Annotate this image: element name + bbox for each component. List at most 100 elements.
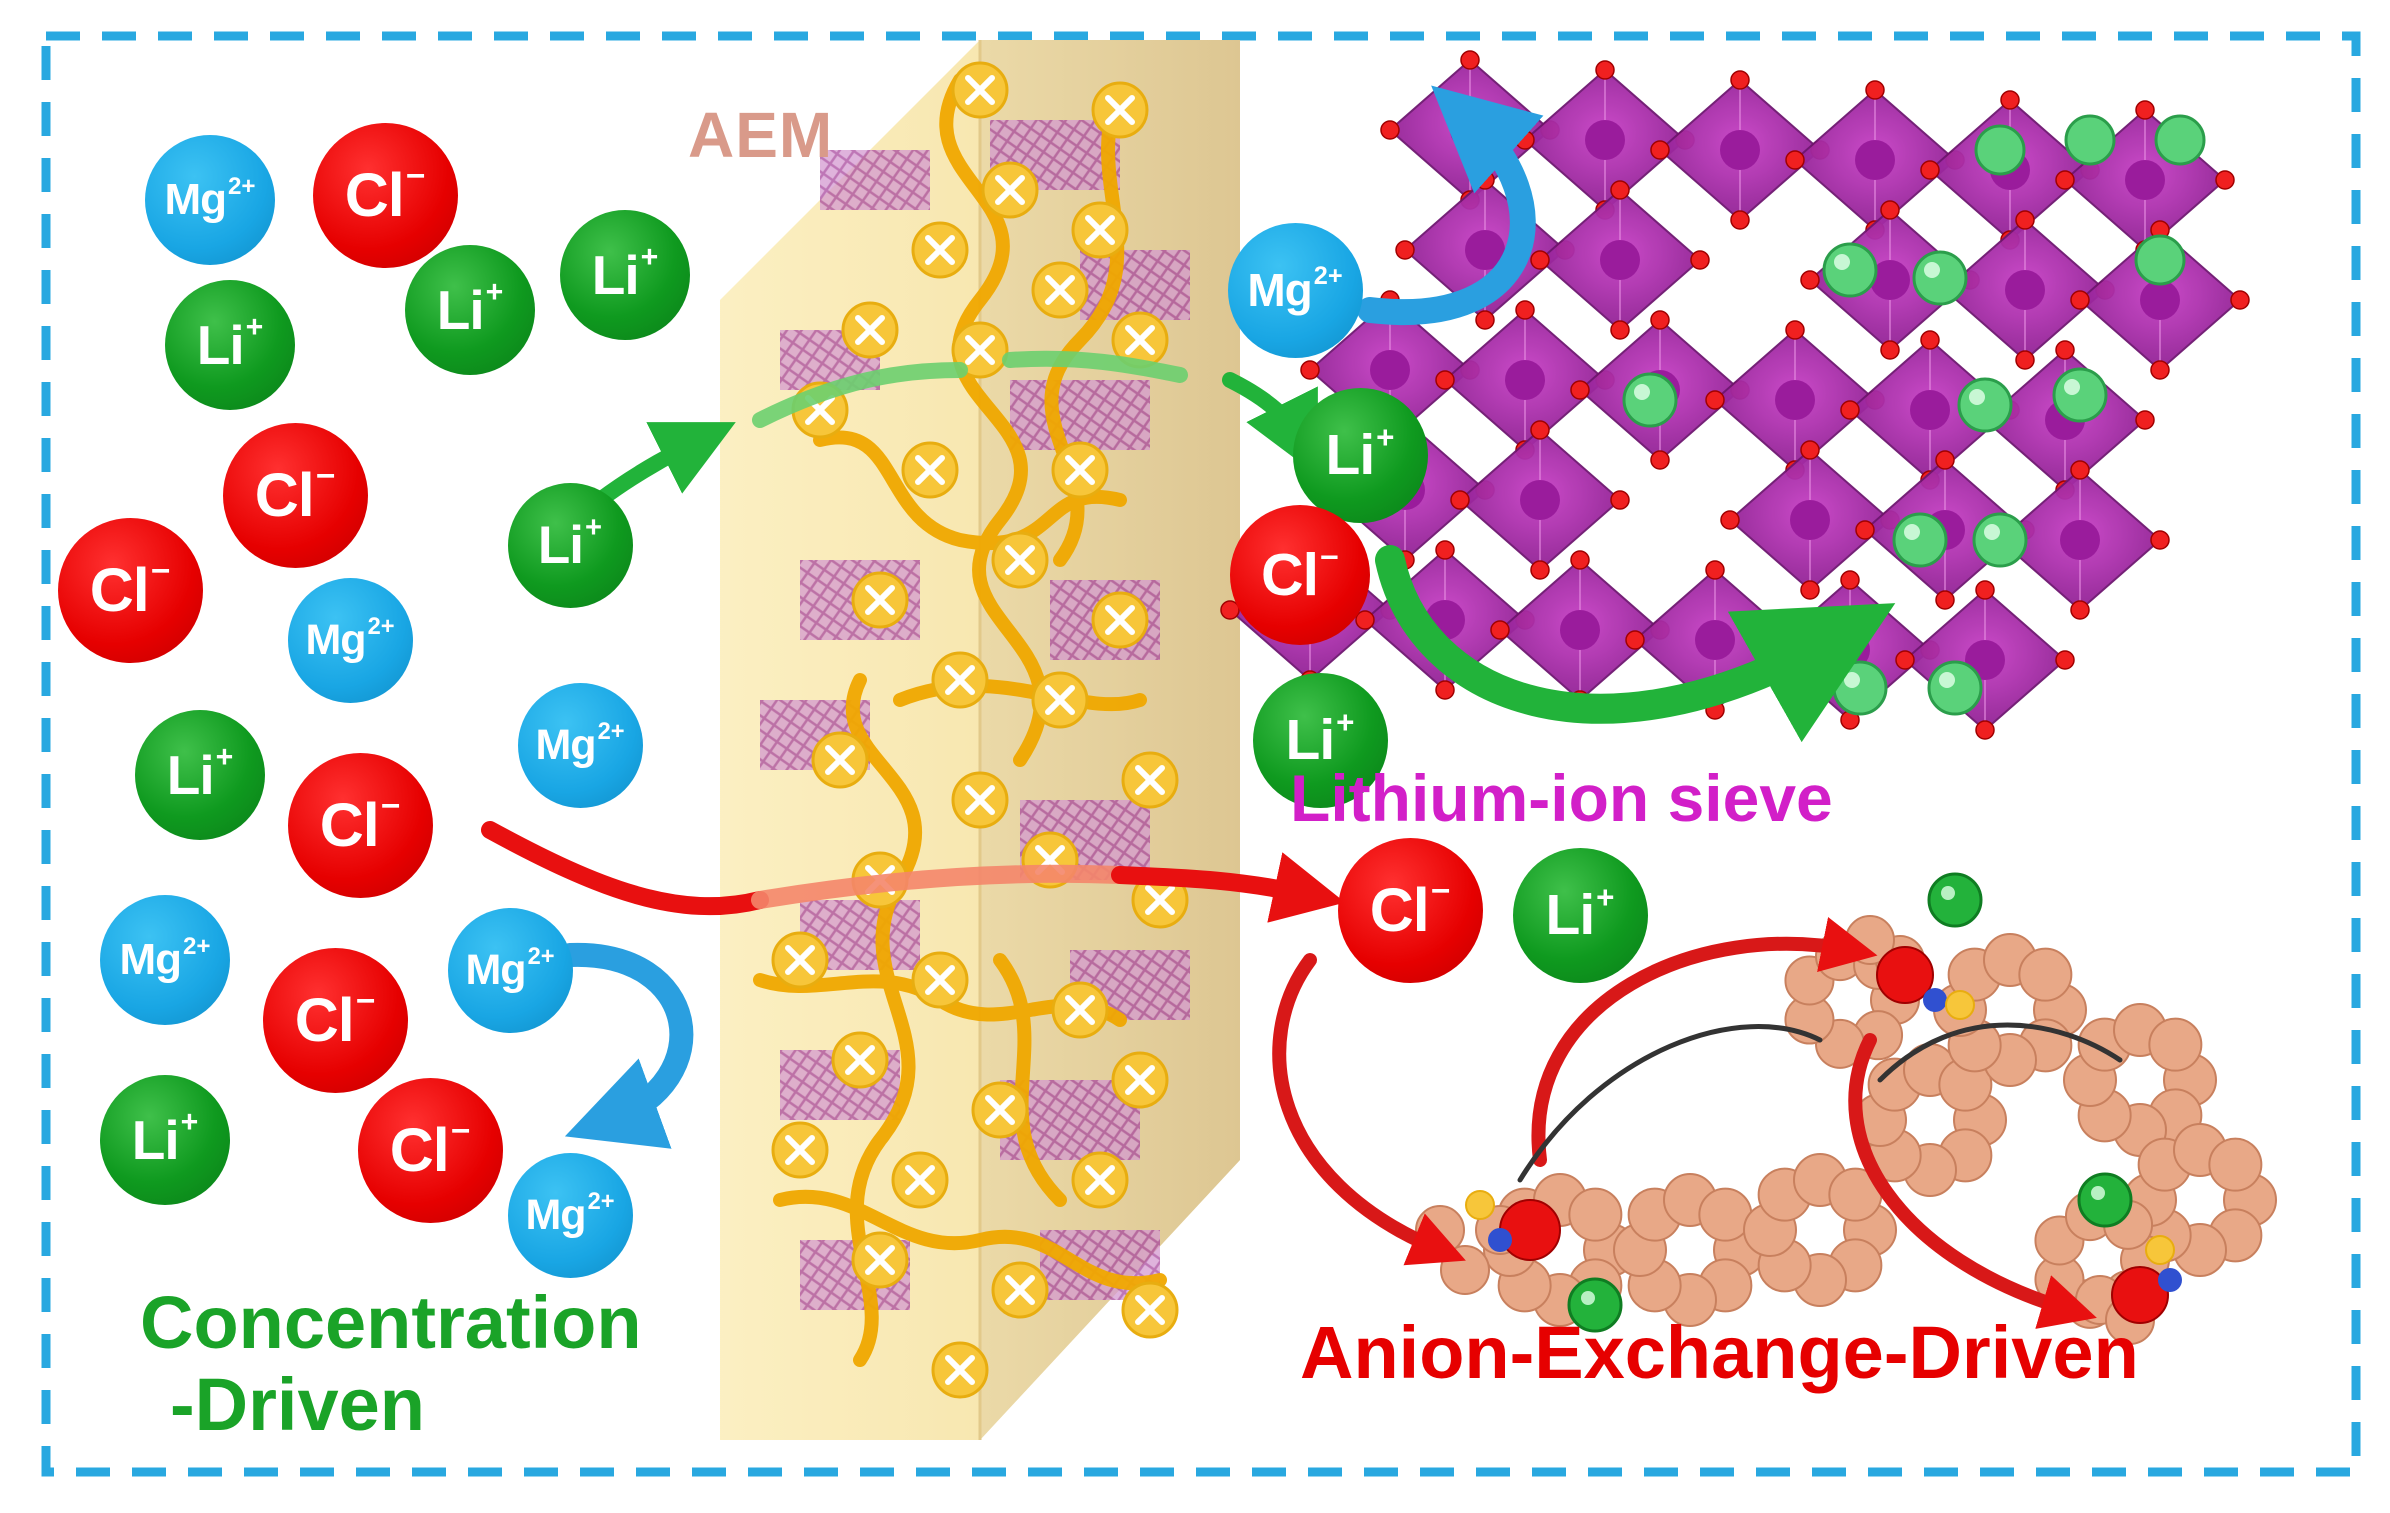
ion-symbol: Cl	[319, 791, 380, 859]
ion-charge: 2+	[182, 932, 211, 960]
positive-charge-icon	[1051, 441, 1109, 499]
positive-charge-icon	[951, 61, 1009, 119]
ion-symbol: Li	[537, 515, 584, 575]
li-ion: Li+	[1292, 387, 1428, 523]
ion-symbol: Cl	[294, 986, 355, 1054]
aem-membrane	[720, 40, 1240, 1440]
cl-ion: Cl−	[312, 122, 458, 268]
cl-ion: Cl−	[1337, 837, 1483, 983]
ion-symbol: Cl	[344, 161, 405, 229]
positive-charge-icon	[901, 441, 959, 499]
ion-charge: −	[450, 1112, 471, 1150]
positive-charge-icon	[1111, 1051, 1169, 1109]
positive-charge-icon	[851, 571, 909, 629]
positive-charge-icon	[971, 1081, 1029, 1139]
positive-charge-icon	[931, 651, 989, 709]
li-to-sieve-arrow	[1375, 545, 1896, 743]
ion-symbol: Cl	[89, 556, 150, 624]
ion-symbol: Mg	[1247, 264, 1312, 316]
ion-charge: −	[150, 552, 171, 590]
li-ion: Li+	[1512, 847, 1648, 983]
positive-charge-icon	[951, 771, 1009, 829]
cl-ion: Cl−	[287, 752, 433, 898]
ion-charge: −	[1430, 872, 1451, 910]
ion-symbol: Li	[166, 744, 215, 806]
positive-charge-icon	[991, 531, 1049, 589]
positive-charge-icon	[931, 1341, 989, 1399]
ion-charge: 2+	[367, 613, 395, 640]
ion-charge: −	[1320, 538, 1339, 575]
ion-charge: 2+	[227, 172, 256, 200]
li-ion: Li+	[1252, 672, 1388, 808]
cl-ion: Cl−	[222, 422, 368, 568]
positive-charge-icon	[951, 321, 1009, 379]
dashed-frame	[41, 31, 2361, 1477]
positive-charge-icon	[831, 1031, 889, 1089]
ion-symbol: Cl	[389, 1116, 450, 1184]
concentration-driven-label-line1: Concentration	[140, 1281, 642, 1364]
positive-charge-icon	[1031, 261, 1089, 319]
mg-rejection-arrow	[1357, 85, 1544, 325]
positive-charge-icon	[771, 931, 829, 989]
cl-ion: Cl−	[262, 947, 408, 1093]
ion-symbol: Mg	[119, 935, 182, 984]
positive-charge-icon	[911, 951, 969, 1009]
ion-charge: +	[585, 512, 603, 545]
fixed-positive-charges	[771, 61, 1189, 1399]
li-ion: Li+	[507, 482, 633, 608]
ion-symbol: Cl	[1369, 876, 1430, 944]
positive-charge-icon	[1111, 311, 1169, 369]
ion-symbol: Mg	[465, 945, 526, 994]
ion-charge: +	[485, 276, 504, 310]
ion-charge: +	[180, 1106, 199, 1140]
ion-charge: +	[1336, 704, 1355, 740]
li-ion: Li+	[405, 245, 535, 375]
positive-charge-icon	[1091, 591, 1149, 649]
li-ion: Li+	[165, 280, 295, 410]
ion-charge: 2+	[527, 943, 555, 970]
ion-symbol: Li	[1285, 708, 1336, 772]
ion-symbol: Cl	[254, 461, 315, 529]
positive-charge-icon	[851, 1231, 909, 1289]
positive-charge-icon	[1121, 751, 1179, 809]
cl-transport-arrow	[481, 821, 1346, 923]
positive-charge-icon	[841, 301, 899, 359]
ion-charge: −	[355, 982, 376, 1020]
ion-symbol: Mg	[525, 1190, 586, 1239]
li-ion: Li+	[100, 1075, 230, 1205]
li-ion: Li+	[135, 710, 265, 840]
ion-charge: 2+	[587, 1188, 615, 1215]
ion-charge: +	[1596, 879, 1615, 915]
ion-charge: −	[405, 157, 426, 195]
ion-charge: +	[640, 241, 659, 275]
positive-charge-icon	[1121, 1281, 1179, 1339]
ion-symbol: Li	[1325, 423, 1376, 487]
ion-symbol: Mg	[164, 175, 227, 224]
polymer-chain-molecules	[1415, 872, 2277, 1345]
positive-charge-icon	[991, 1261, 1049, 1319]
lithium-ion-sieve-label: Lithium-ion sieve	[1290, 761, 1833, 835]
ion-symbol: Li	[1545, 883, 1596, 947]
positive-charge-icon	[811, 731, 869, 789]
ion-symbol: Cl	[1261, 542, 1319, 608]
anion-exchange-arrows	[1272, 917, 2123, 1329]
positive-charge-icon	[981, 161, 1039, 219]
positive-charge-icon	[1051, 981, 1109, 1039]
aem-label: AEM	[688, 99, 834, 171]
ion-charge: +	[1376, 419, 1395, 455]
positive-charge-icon	[1031, 671, 1089, 729]
li-ion: Li+	[560, 210, 690, 340]
ion-symbol: Mg	[535, 720, 596, 769]
ion-symbol: Li	[131, 1109, 180, 1171]
cl-ion: Cl−	[1230, 505, 1370, 645]
positive-charge-icon	[891, 1151, 949, 1209]
concentration-driven-label-line2: -Driven	[170, 1363, 425, 1446]
ion-symbol: Li	[591, 244, 640, 306]
